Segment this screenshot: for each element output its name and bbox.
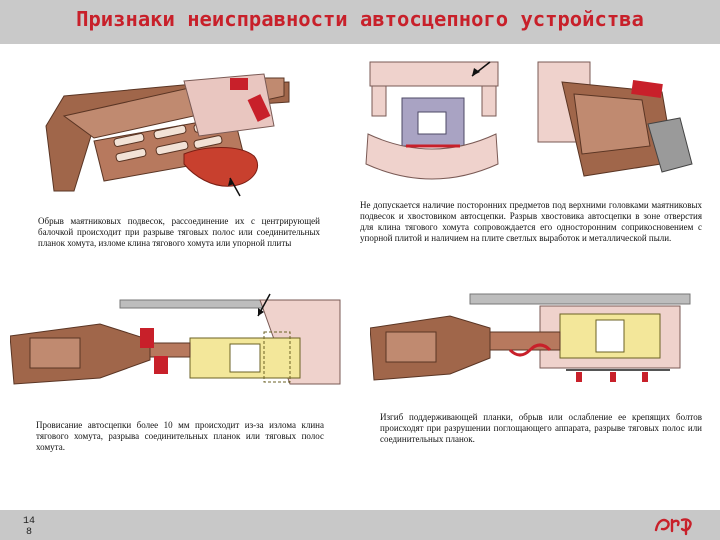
footer-bar <box>0 510 720 540</box>
slide-title: Признаки неисправности автосцепного устр… <box>76 7 644 31</box>
figure-pendulum-hangers <box>34 56 334 216</box>
caption-3: Провисание автосцепки более 10 мм происх… <box>36 420 324 452</box>
figure-shank-rupture <box>362 54 702 194</box>
caption-1: Обрыв маятниковых подвесок, рассоединени… <box>38 216 320 248</box>
page-number-line-1: 14 <box>22 516 35 527</box>
title-bar: Признаки неисправности автосцепного устр… <box>0 0 720 44</box>
figure-support-plate <box>370 288 700 408</box>
caption-2: Не допускается наличие посторонних предм… <box>360 200 702 243</box>
figure-coupler-sag <box>10 288 350 408</box>
caption-4: Изгиб поддерживающей планки, обрыв или о… <box>380 412 702 444</box>
page-number: 14 8 <box>18 516 40 538</box>
page-number-line-2: 8 <box>25 527 32 538</box>
rzd-logo <box>654 518 692 536</box>
